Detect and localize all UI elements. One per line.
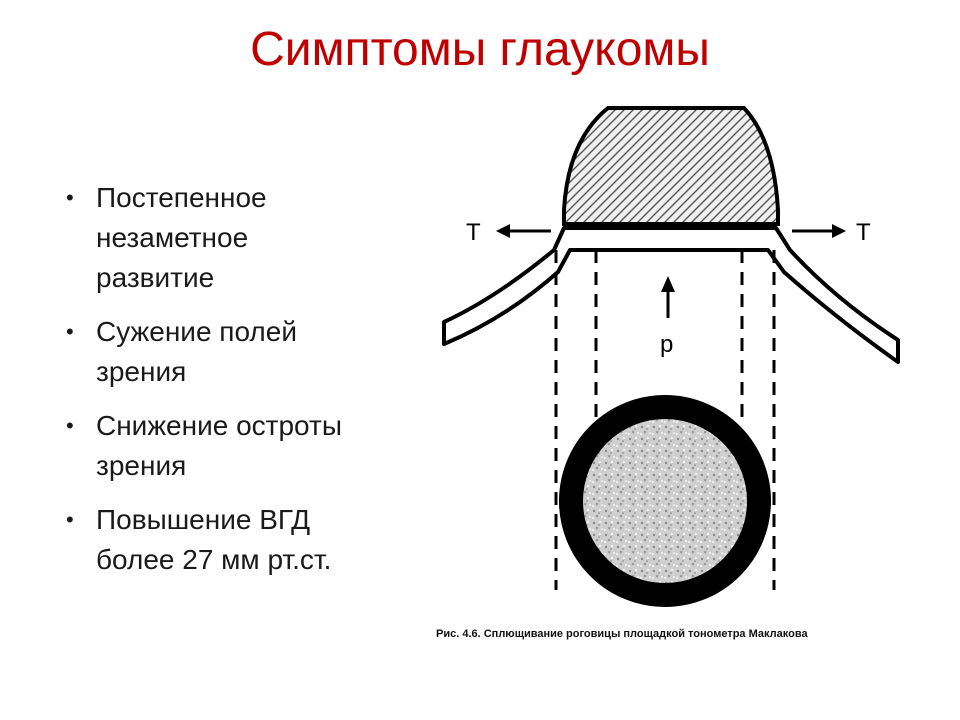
bullet-icon: • xyxy=(66,413,74,438)
bullet-line: Постепенное xyxy=(96,182,267,213)
list-item: • Снижение остроты зрения xyxy=(66,406,446,486)
symptom-list: • Постепенное незаметное развитие • Суже… xyxy=(66,178,446,594)
slide-title: Симптомы глаукомы xyxy=(250,23,710,76)
bullet-line: более 27 мм рт.ст. xyxy=(96,544,332,575)
list-item: • Постепенное незаметное развитие xyxy=(66,178,446,298)
list-item: • Сужение полей зрения xyxy=(66,312,446,392)
label-tension-right: T xyxy=(856,219,871,246)
bullet-icon: • xyxy=(66,507,74,532)
bullet-line: зрения xyxy=(96,356,187,387)
bullet-line: зрения xyxy=(96,450,187,481)
bullet-line: развитие xyxy=(96,262,215,293)
tonometer-diagram: T T p xyxy=(442,106,900,607)
bullet-line: Сужение полей xyxy=(96,316,297,347)
label-tension-left: T xyxy=(466,219,481,246)
bullet-line: Повышение ВГД xyxy=(96,504,311,535)
label-pressure: p xyxy=(660,331,673,358)
arrow-up-icon xyxy=(661,276,675,292)
eyeball xyxy=(559,395,771,607)
bullet-icon: • xyxy=(66,319,74,344)
list-item: • Повышение ВГД более 27 мм рт.ст. xyxy=(66,500,446,580)
tonometer-weight xyxy=(562,106,780,226)
arrow-right-icon xyxy=(832,224,846,238)
bullet-icon: • xyxy=(66,185,74,210)
bullet-line: незаметное xyxy=(96,222,249,253)
figure-caption: Рис. 4.6. Сплющивание роговицы площадкой… xyxy=(436,628,808,640)
bullet-line: Снижение остроты xyxy=(96,410,342,441)
arrow-left-icon xyxy=(496,224,510,238)
